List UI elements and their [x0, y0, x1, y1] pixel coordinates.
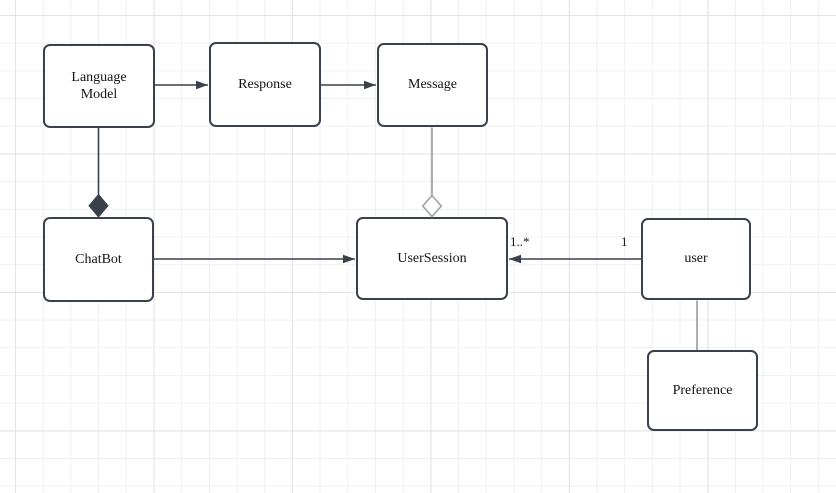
multiplicity-label-user-side[interactable]: 1 [621, 234, 628, 249]
filled-diamond-icon [88, 193, 109, 218]
node-chatbot-label: ChatBot [75, 251, 122, 267]
node-usersession[interactable]: UserSession [356, 217, 508, 300]
edge-message-usersession-aggregation[interactable] [421, 127, 443, 218]
node-response-label: Response [238, 76, 292, 92]
node-preference-label: Preference [672, 382, 733, 398]
node-language-model-label: Language Model [71, 69, 127, 103]
node-message[interactable]: Message [377, 43, 488, 127]
node-user-label: user [684, 251, 708, 267]
node-response[interactable]: Response [209, 42, 321, 127]
node-language-model[interactable]: Language Model [43, 44, 155, 128]
node-usersession-label: UserSession [397, 250, 467, 266]
node-chatbot[interactable]: ChatBot [43, 217, 154, 302]
node-message-label: Message [408, 77, 457, 93]
multiplicity-label-usersession-side[interactable]: 1..* [510, 234, 530, 249]
node-preference[interactable]: Preference [647, 350, 758, 431]
node-user[interactable]: user [641, 218, 751, 300]
edge-languagemodel-chatbot-composition[interactable] [88, 128, 109, 218]
hollow-diamond-icon [421, 194, 443, 218]
